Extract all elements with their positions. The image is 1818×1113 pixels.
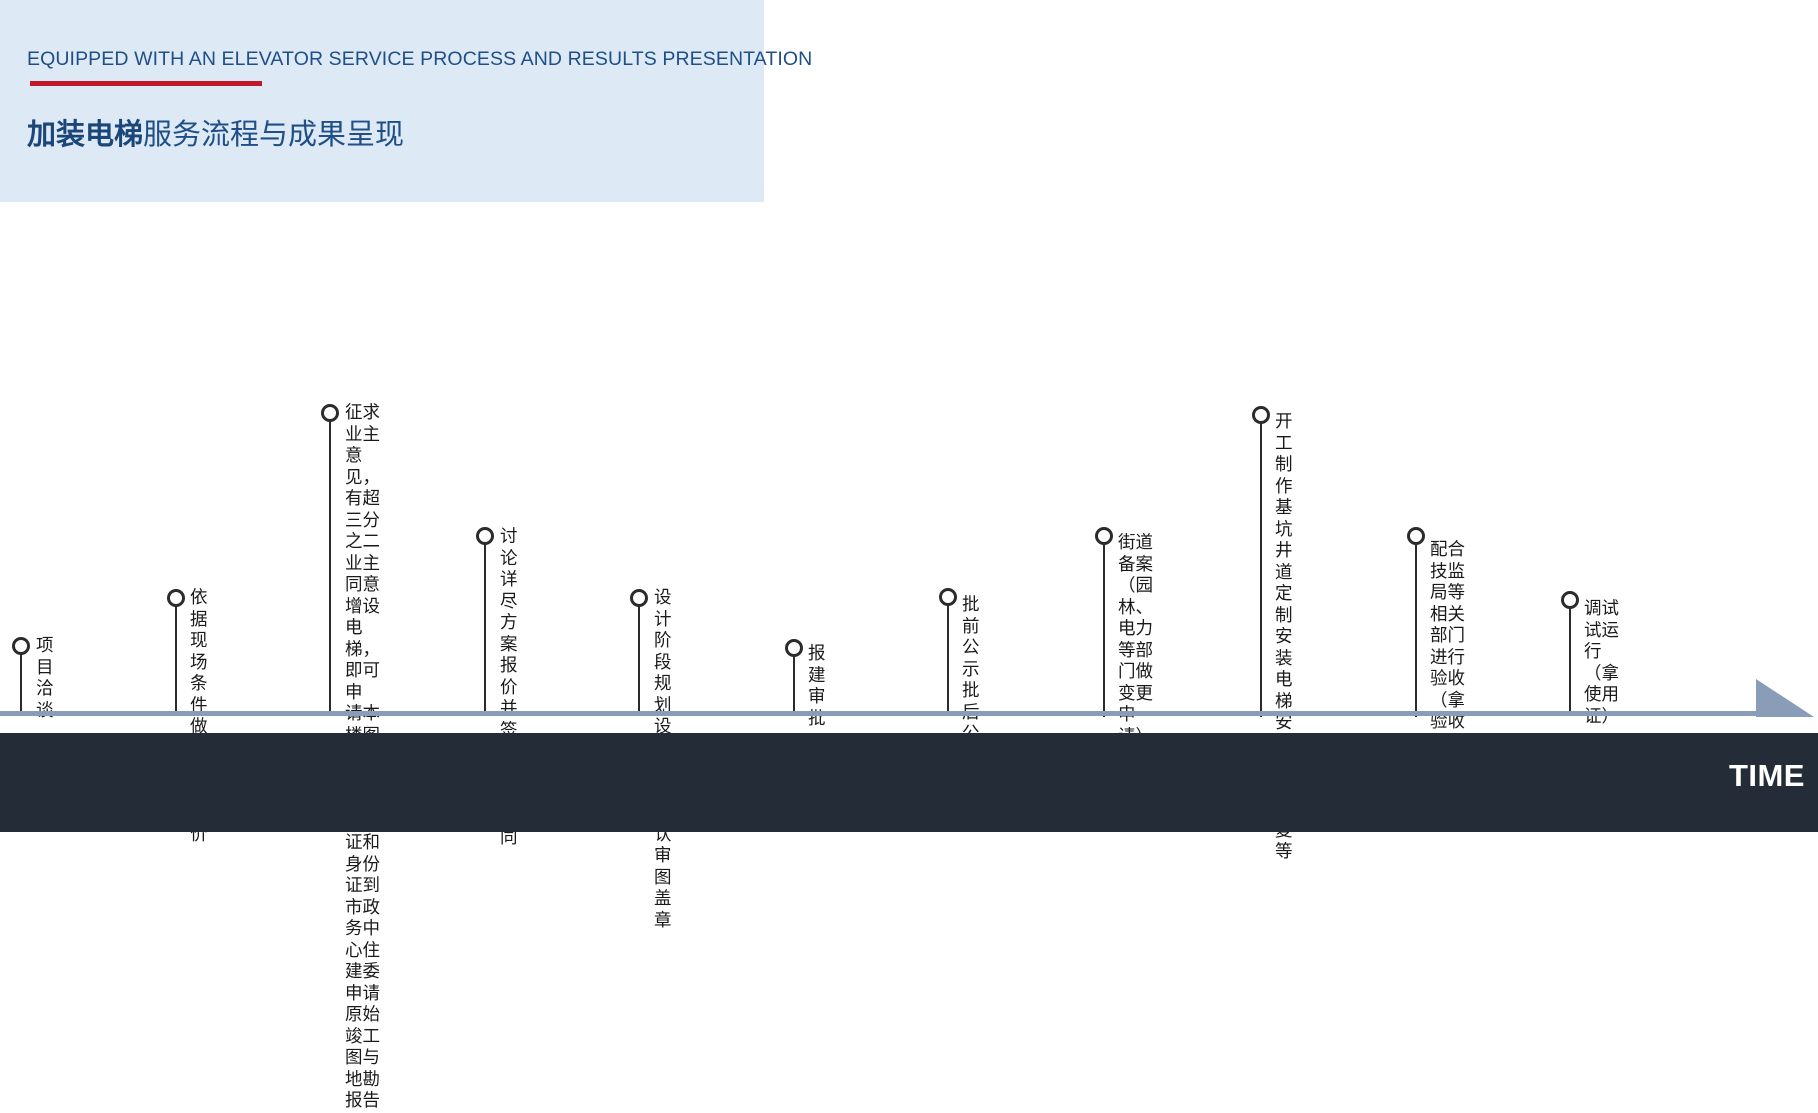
timeline-axis (0, 711, 1758, 716)
milestone-stem (20, 652, 22, 713)
milestone-pin-icon (1095, 527, 1113, 545)
milestone-label: 报建审批 (808, 644, 826, 729)
milestone-stem (175, 605, 177, 713)
page-title-emphasis: 加装电梯 (27, 117, 144, 151)
milestone-stem (329, 420, 331, 713)
milestone-pin-icon (1252, 406, 1270, 424)
page-title: 加装电梯服务流程与成果呈现 (27, 111, 404, 153)
milestone-stem (1415, 543, 1417, 717)
footer-bar (0, 733, 1818, 832)
axis-arrow-icon (1756, 679, 1814, 717)
milestone-stem (1103, 543, 1105, 717)
accent-underline (30, 81, 262, 86)
milestone-stem (484, 543, 486, 713)
milestone-stem (1260, 422, 1262, 717)
milestone-pin-icon (1561, 591, 1579, 609)
milestone-label: 调试试运行 （拿使用证） (1584, 599, 1619, 727)
milestone-pin-icon (785, 639, 803, 657)
milestone-pin-icon (12, 637, 30, 655)
header-panel: EQUIPPED WITH AN ELEVATOR SERVICE PROCES… (0, 0, 812, 202)
milestone-stem (947, 604, 949, 713)
page-title-rest: 服务流程与成果呈现 (143, 117, 405, 151)
english-subtitle: EQUIPPED WITH AN ELEVATOR SERVICE PROCES… (27, 48, 813, 70)
milestone-pin-icon (630, 589, 648, 607)
milestone-pin-icon (321, 404, 339, 422)
milestone-label: 项目洽谈 (36, 636, 54, 721)
time-axis-label: TIME (1728, 758, 1805, 793)
milestone-stem (638, 605, 640, 713)
milestone-pin-icon (1407, 527, 1425, 545)
milestone-label: 街道备案 （园林、电力 等部门做变更 申请） (1118, 533, 1153, 747)
milestone-stem (793, 655, 795, 713)
milestone-stem (1569, 607, 1571, 713)
milestone-pin-icon (167, 589, 185, 607)
milestone-pin-icon (476, 527, 494, 545)
milestone-pin-icon (939, 588, 957, 606)
